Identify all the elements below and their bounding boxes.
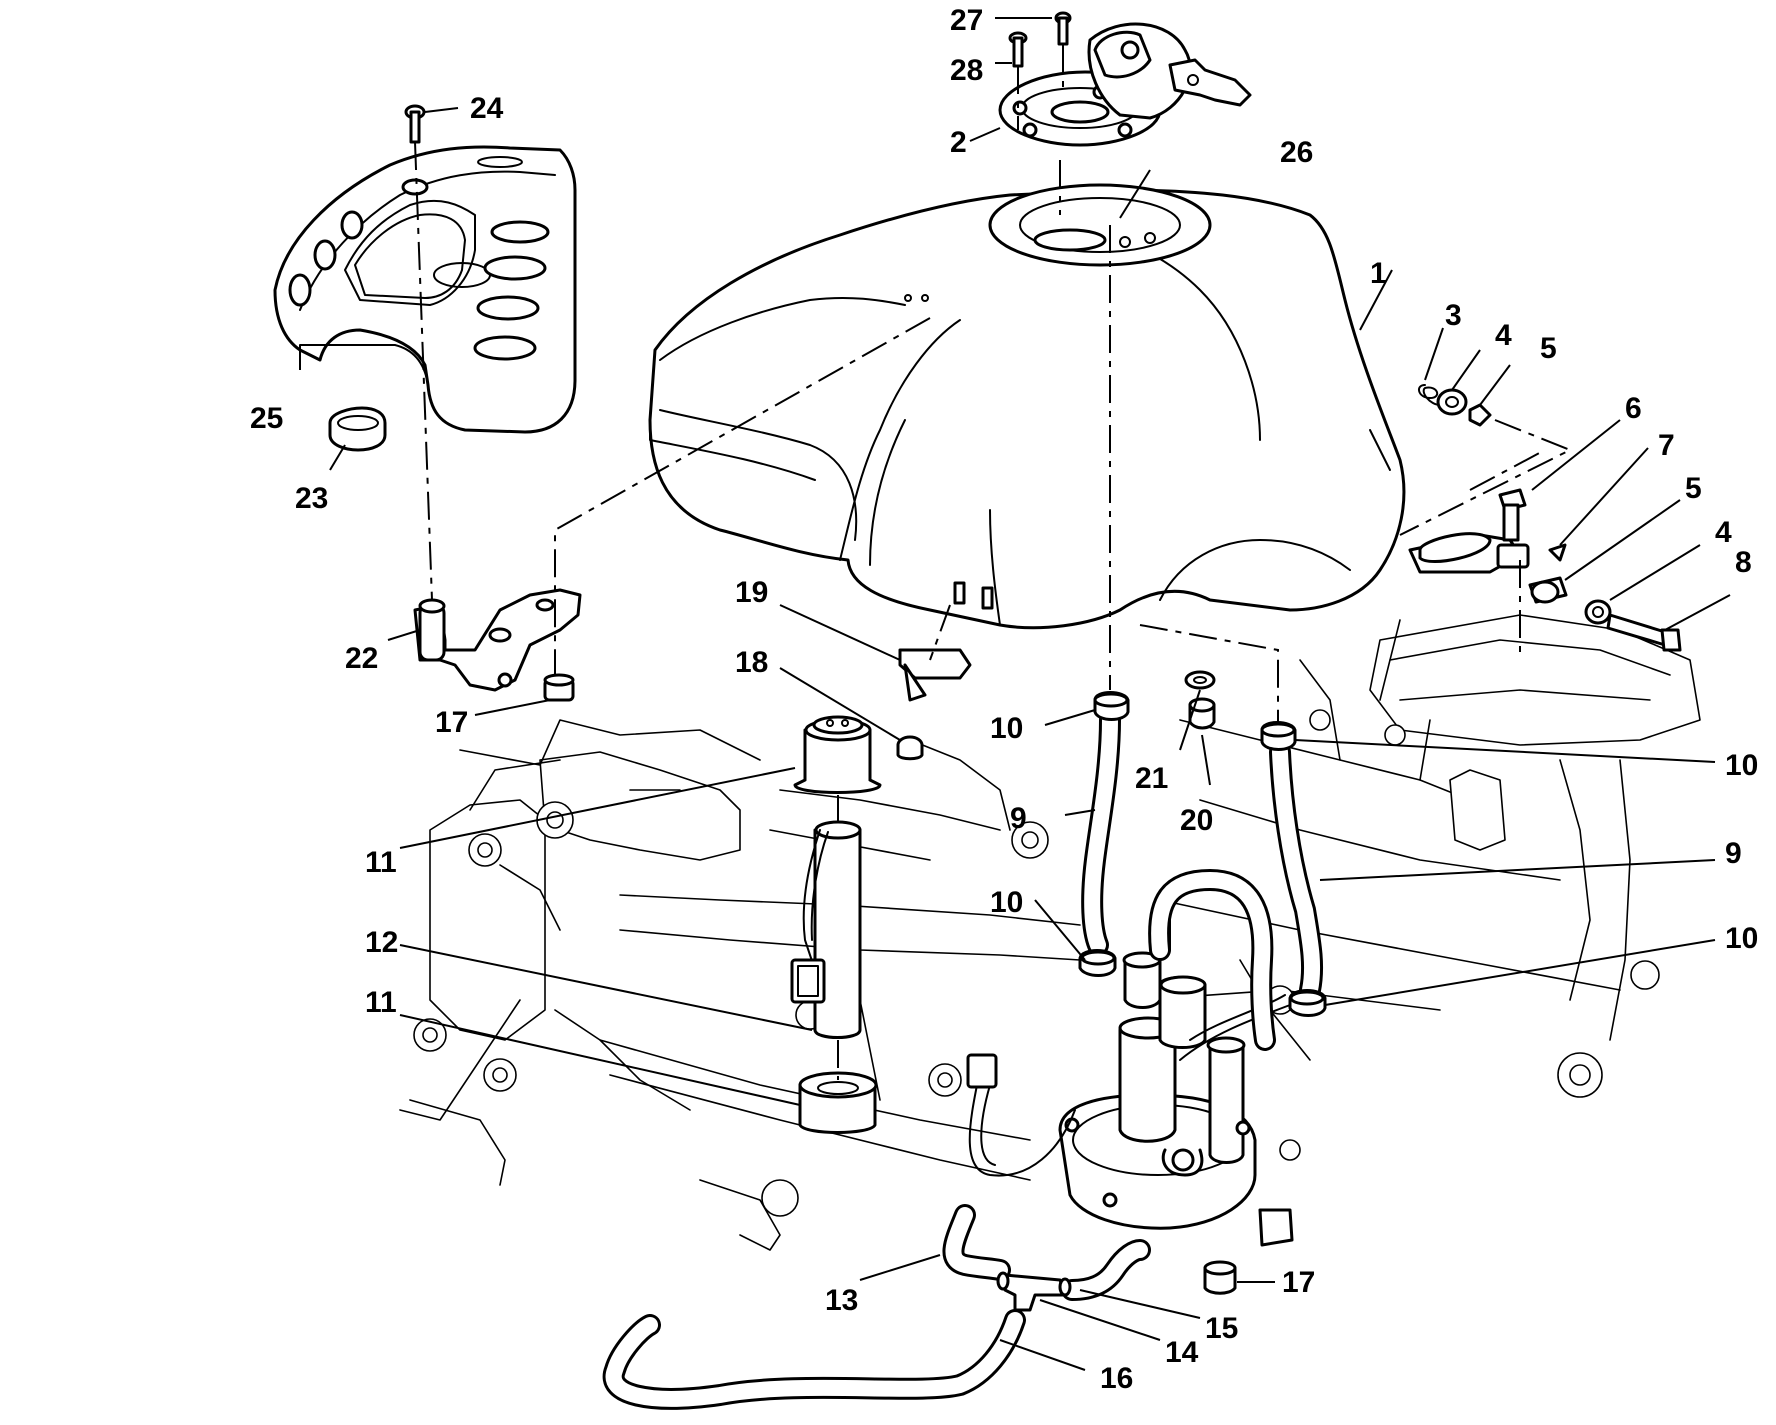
tank-cover [273,104,577,452]
tank-hinge-hardware [1408,384,1682,652]
callout-9-b: 9 [1725,837,1742,870]
callout-10-c: 10 [990,886,1023,919]
callout-6: 6 [1625,392,1642,425]
callout-7: 7 [1658,429,1675,462]
callout-2: 2 [950,126,967,159]
callout-labels: 27 28 2 24 26 1 3 4 5 6 7 5 4 8 25 23 22… [250,4,1758,1395]
callout-20: 20 [1180,804,1213,837]
frame-assembly [399,614,1701,1251]
callout-4-lower: 4 [1715,516,1732,549]
callout-18: 18 [735,646,768,679]
fuel-filter-cartridge [790,715,882,1134]
callout-25: 25 [250,402,283,435]
callout-26: 26 [1280,136,1313,169]
fuel-pump-unit [966,919,1294,1247]
leader-lines [299,17,1731,1371]
callout-11-a: 11 [365,846,397,879]
callout-19: 19 [735,576,768,609]
filler-cap-assembly [998,11,1252,147]
mounting-bracket [413,588,582,702]
assembly-lines [414,45,1573,1080]
callout-1: 1 [1370,257,1387,290]
callout-9-a: 9 [1010,802,1027,835]
callout-28: 28 [950,54,983,87]
callout-8: 8 [1735,546,1752,579]
callout-24: 24 [470,92,504,125]
callout-4: 4 [1495,319,1512,352]
callout-3: 3 [1445,299,1462,332]
callout-27: 27 [950,4,983,37]
small-fittings [896,648,1216,761]
callout-17: 17 [435,706,468,739]
fuel-hoses [602,691,1327,1410]
callout-11-b: 11 [365,986,397,1019]
callout-5: 5 [1540,332,1557,365]
fuel-tank [648,183,1406,630]
callout-5-lower: 5 [1685,472,1702,505]
callout-23: 23 [295,482,328,515]
callout-10-d: 10 [1725,922,1758,955]
callout-14: 14 [1165,1336,1199,1369]
callout-16: 16 [1100,1362,1133,1395]
callout-13: 13 [825,1284,858,1317]
callout-22: 22 [345,642,378,675]
callout-15: 15 [1205,1312,1238,1345]
callout-10-a: 10 [990,712,1023,745]
callout-10-b: 10 [1725,749,1758,782]
callout-12: 12 [365,926,398,959]
callout-21: 21 [1135,762,1168,795]
callout-17-lower: 17 [1282,1266,1315,1299]
